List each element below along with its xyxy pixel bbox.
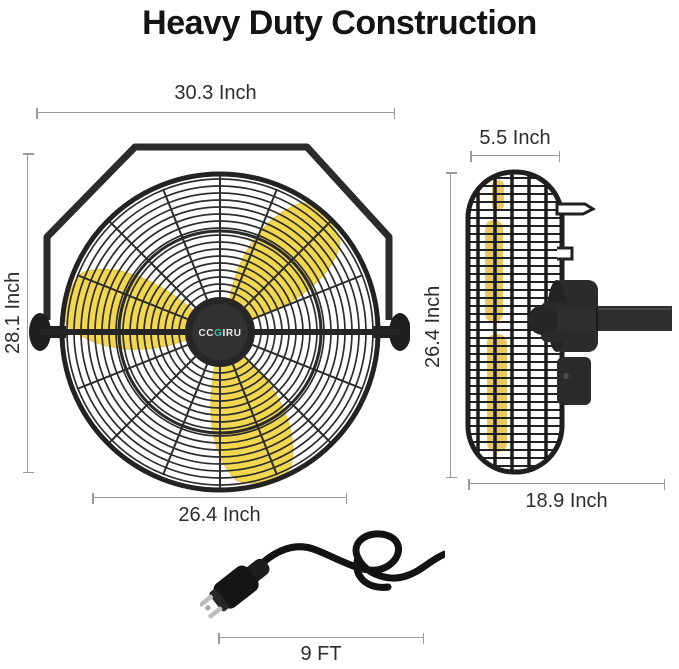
- plug-ground-pin: [205, 605, 211, 611]
- cord-length-dimension-line: [218, 633, 424, 644]
- fan-hub-face: [192, 304, 248, 360]
- side-bracket-screw: [563, 373, 569, 379]
- cord-cable-loop: [353, 554, 392, 591]
- side-bottom-width-dimension-line: [468, 479, 665, 490]
- page-title: Heavy Duty Construction: [142, 4, 537, 42]
- plug-face: [209, 589, 229, 612]
- side-mount-clip: [557, 246, 574, 261]
- fan-front-view-image: CCGIRU: [29, 143, 410, 493]
- cord-plug: [200, 558, 270, 619]
- front-bottom-width-dimension-line: [92, 493, 347, 504]
- plug-prong-bottom: [208, 606, 223, 619]
- hub-logo-cc: CC: [198, 328, 214, 339]
- cord-length-label: 9 FT: [300, 643, 342, 665]
- front-top-width-label: 30.3 Inch: [174, 82, 257, 104]
- hub-logo-iru: IRU: [223, 328, 242, 339]
- side-depth-label: 5.5 Inch: [479, 127, 551, 149]
- plug-body: [213, 565, 259, 609]
- fan-side-view-image: [465, 169, 672, 475]
- mount-bracket: [43, 143, 393, 320]
- side-bottom-width-label: 18.9 Inch: [525, 490, 608, 512]
- front-height-label: 28.1 Inch: [2, 271, 24, 355]
- side-lower-bracket: [557, 357, 591, 405]
- side-height-dimension-line: [446, 172, 457, 478]
- plug-prong-top: [200, 594, 214, 607]
- front-top-width-dimension-line: [36, 108, 395, 119]
- front-height-dimension-line: [23, 153, 34, 473]
- cord-cable: [246, 530, 445, 582]
- side-mount-hook-top: [555, 202, 597, 216]
- side-mount-arm: [557, 306, 672, 331]
- front-bottom-width-label: 26.4 Inch: [178, 504, 261, 526]
- side-height-label: 26.4 Inch: [422, 285, 444, 369]
- side-pivot-knuckle: [528, 305, 558, 335]
- hub-brand-logo: CCGIRU: [198, 328, 241, 339]
- power-cord-image: [200, 530, 445, 619]
- side-depth-dimension-line: [470, 151, 560, 162]
- hub-logo-g: G: [214, 328, 222, 339]
